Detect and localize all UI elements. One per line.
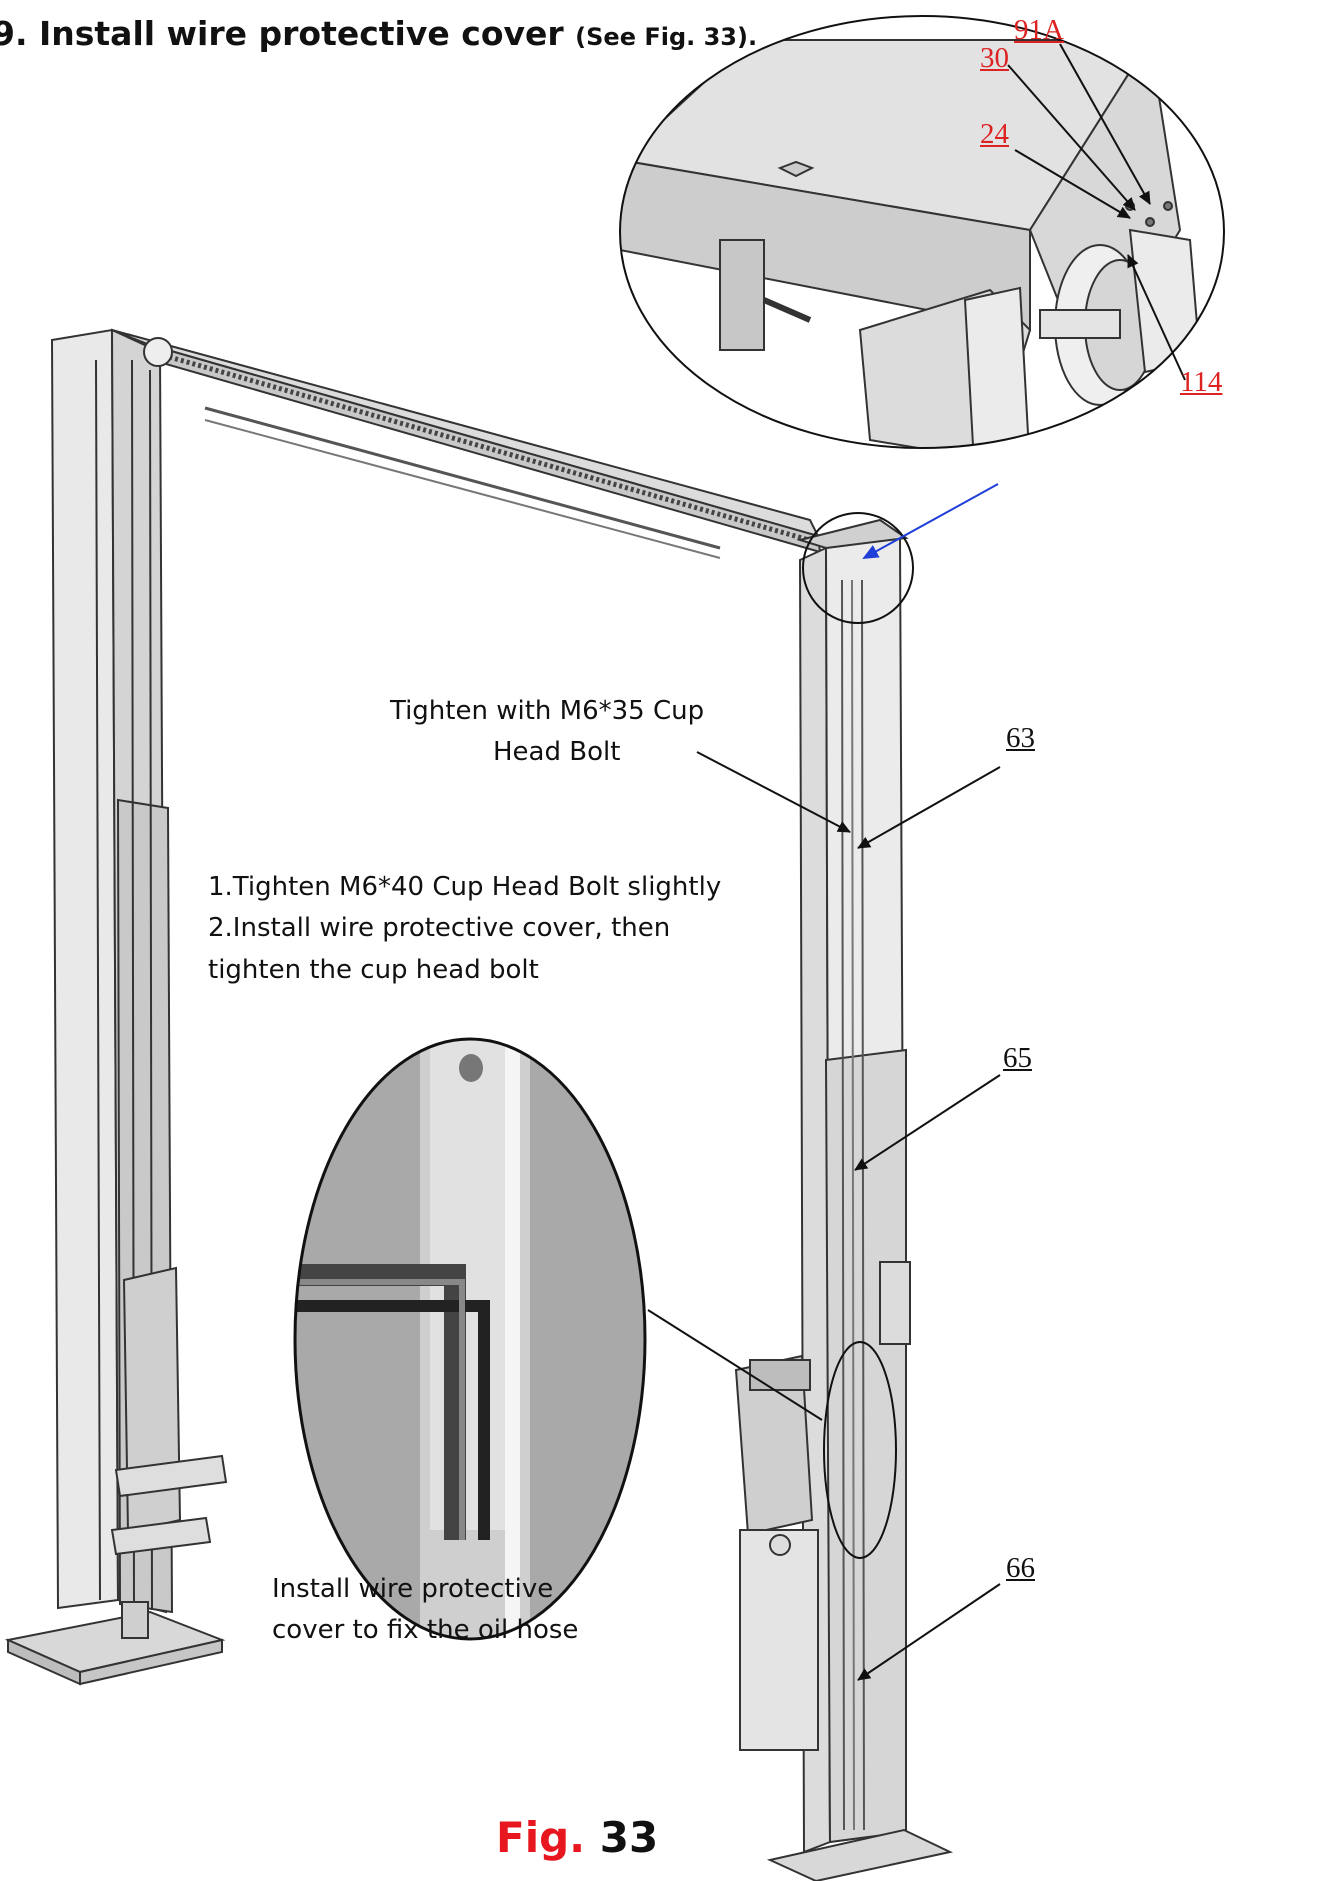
callout-66: 66 — [1006, 1552, 1035, 1584]
figure-caption: Fig. 33 — [496, 1813, 658, 1862]
heading-reference: (See Fig. 33). — [575, 23, 758, 51]
figure-caption-word: Fig. — [496, 1813, 586, 1862]
section-heading: 9. Install wire protective cover (See Fi… — [0, 14, 757, 53]
heading-title: 9. Install wire protective cover — [0, 14, 564, 53]
figure-caption-number: 33 — [599, 1813, 659, 1862]
note-cup-bolt-line2: Head Bolt — [493, 737, 621, 767]
callout-24: 24 — [980, 118, 1009, 150]
note-step2-line1: 2.Install wire protective cover, then — [208, 913, 671, 943]
detail-oval-hose — [823, 1341, 897, 1559]
callout-30: 30 — [980, 42, 1009, 74]
zoom-top-view — [619, 15, 1225, 449]
zoom-hose-view — [293, 1037, 647, 1641]
callout-91a: 91A — [1014, 14, 1064, 46]
note-cup-bolt-line1: Tighten with M6*35 Cup — [390, 696, 705, 726]
note-hose-line2: cover to fix the oil hose — [272, 1615, 579, 1645]
note-step2-line2: tighten the cup head bolt — [208, 955, 539, 985]
callout-114: 114 — [1180, 366, 1223, 398]
detail-circle-top — [802, 512, 914, 624]
callout-63: 63 — [1006, 722, 1035, 754]
blue-pointer-arrow — [862, 483, 999, 559]
callout-65: 65 — [1003, 1042, 1032, 1074]
right-column — [734, 518, 954, 1881]
note-step1: 1.Tighten M6*40 Cup Head Bolt slightly — [208, 872, 722, 902]
note-hose-line1: Install wire protective — [272, 1574, 554, 1604]
left-column — [4, 328, 228, 1686]
leader-lines — [647, 43, 1186, 1681]
